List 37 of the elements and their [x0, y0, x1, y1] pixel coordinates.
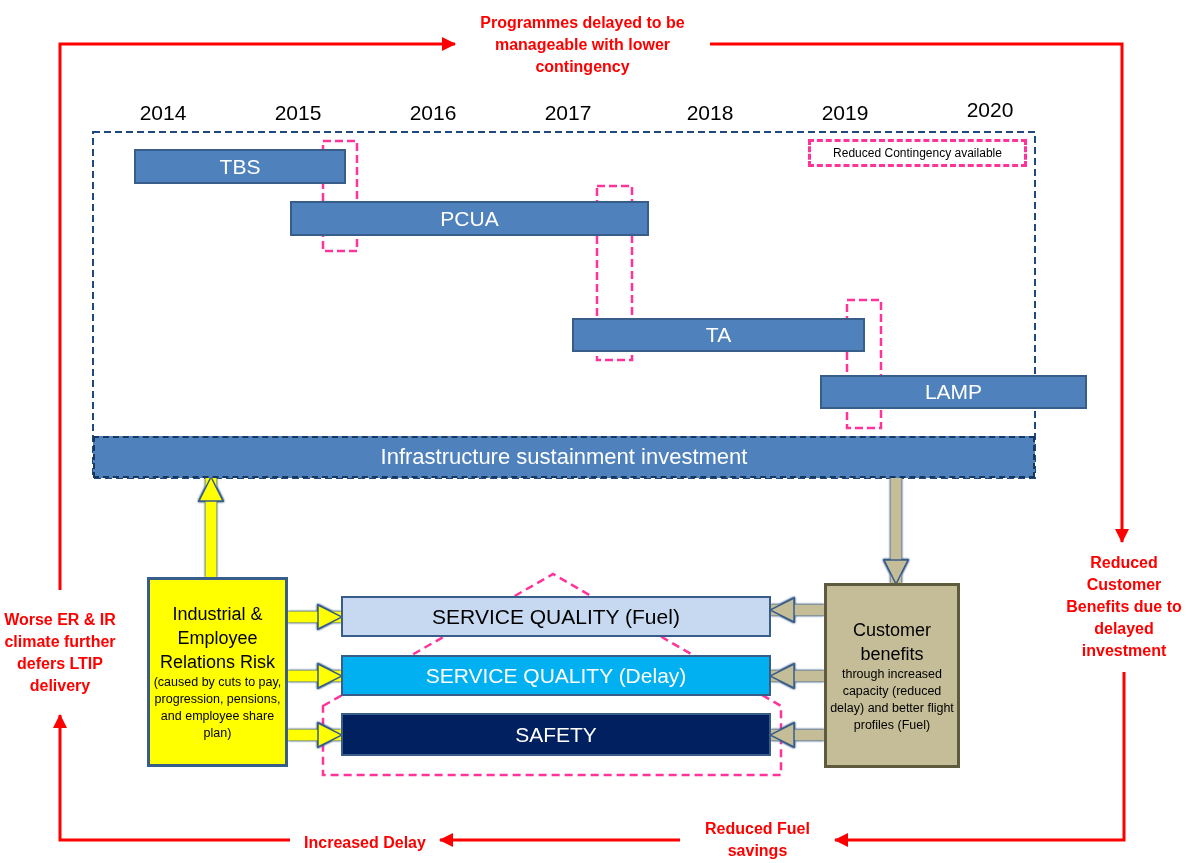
- year-label: 2020: [965, 98, 1015, 122]
- box-description: (caused by cuts to pay, progression, pensions, and employee share plan): [152, 674, 283, 742]
- year-label: 2015: [273, 101, 323, 125]
- programme-bar: LAMP: [820, 375, 1087, 409]
- benefits-box: [824, 583, 960, 768]
- arrow: [834, 672, 1126, 847]
- arrow: [53, 714, 290, 842]
- arrow: [710, 42, 1129, 543]
- effect-text: Reduced Fuel savings: [680, 816, 835, 863]
- box-heading: Customer benefits: [852, 618, 932, 666]
- block-arrow: [883, 478, 909, 585]
- effect-text: Reduced Customer Benefits due to delayed investment: [1062, 542, 1186, 672]
- block-arrow: [288, 722, 343, 748]
- effect-text: Programmes delayed to be manageable with lower contingency: [455, 8, 710, 82]
- quality-bar: SERVICE QUALITY (Delay): [341, 655, 771, 696]
- arrow: [439, 833, 680, 847]
- year-label: 2014: [138, 101, 188, 125]
- block-arrow: [198, 476, 224, 577]
- block-arrow: [288, 663, 343, 689]
- box-description: through increased capacity (reduced delay) and better flight profiles (Fuel): [829, 665, 955, 734]
- year-label: 2018: [685, 101, 735, 125]
- quality-bar: SERVICE QUALITY (Fuel): [341, 596, 771, 637]
- programme-bar: PCUA: [290, 201, 649, 236]
- year-label: 2017: [543, 101, 593, 125]
- risk-box: [147, 577, 288, 767]
- effect-text: Increased Delay: [290, 830, 440, 856]
- programme-bar: TBS: [134, 149, 346, 184]
- year-label: 2019: [820, 101, 870, 125]
- arrow: [58, 37, 456, 590]
- investment-bar: Infrastructure sustainment investment: [93, 436, 1035, 478]
- year-label: 2016: [408, 101, 458, 125]
- note-label: Reduced Contingency available: [808, 139, 1027, 167]
- block-arrow: [288, 604, 343, 630]
- box-heading: Industrial & Employee Relations Risk: [158, 603, 276, 674]
- programme-bar: TA: [572, 318, 865, 352]
- effect-text: Worse ER & IR climate further defers LTIP delivery: [0, 590, 120, 715]
- safety-bar: SAFETY: [341, 713, 771, 756]
